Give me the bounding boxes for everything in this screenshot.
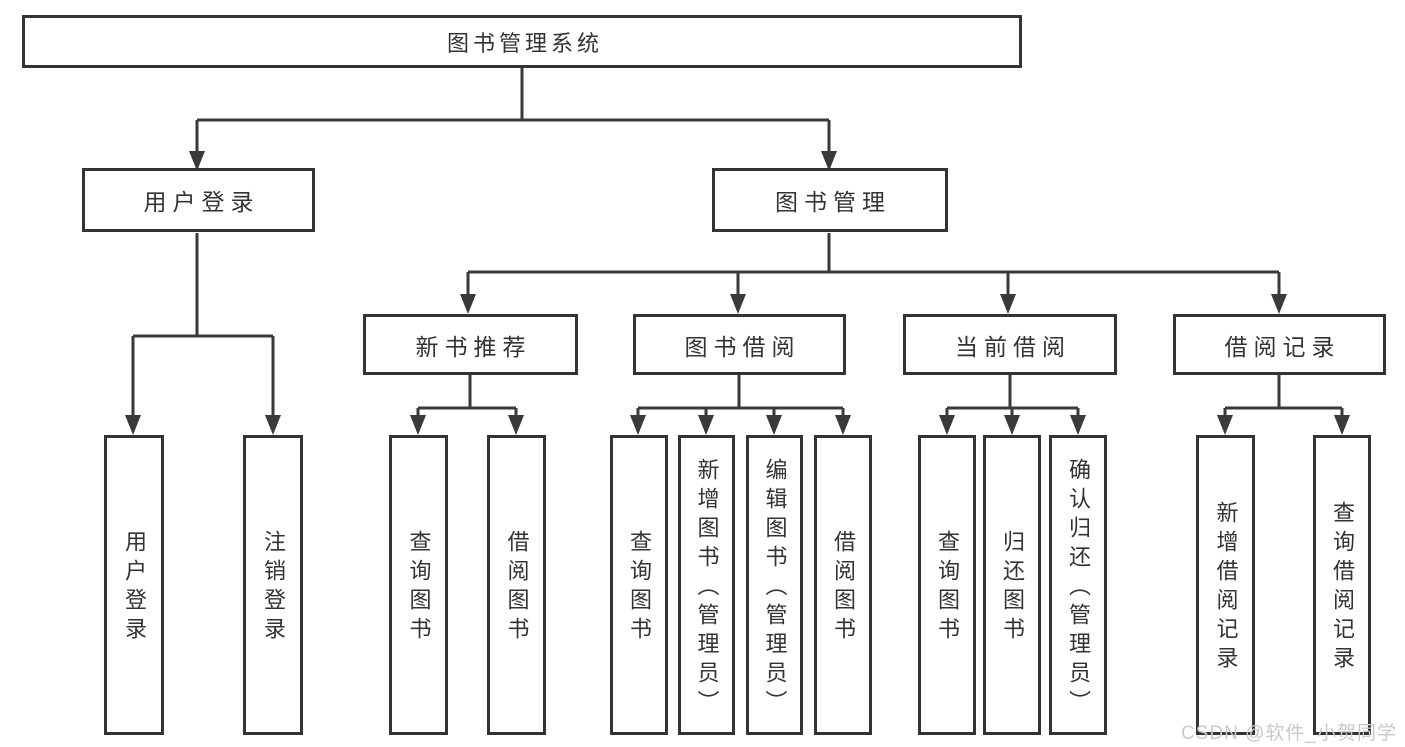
leaf-borrow-books-recommend: 借阅图书 [487,435,546,735]
node-book-borrow: 图书借阅 [633,314,846,375]
leaf-query-books-current: 查询图书 [918,435,976,735]
node-current-borrow: 当前借阅 [903,314,1117,375]
leaf-logout: 注销登录 [243,435,303,735]
leaf-query-books-recommend: 查询图书 [389,435,448,735]
node-new-book-recommend: 新书推荐 [363,314,578,375]
node-borrow-records: 借阅记录 [1173,314,1386,375]
leaf-add-book-admin: 新增图书（管理员） [678,435,735,735]
node-library-management-system: 图书管理系统 [22,15,1022,68]
leaf-user-login: 用户登录 [104,435,164,735]
leaf-edit-book-admin: 编辑图书（管理员） [746,435,803,735]
leaf-confirm-return-admin: 确认归还（管理员） [1049,435,1107,735]
leaf-add-borrow-record: 新增借阅记录 [1196,435,1255,735]
leaf-return-book: 归还图书 [983,435,1041,735]
leaf-query-books-borrow: 查询图书 [610,435,668,735]
leaf-borrow-books: 借阅图书 [814,435,872,735]
node-book-management: 图书管理 [712,168,948,232]
leaf-query-borrow-record: 查询借阅记录 [1313,435,1371,735]
node-user-login: 用户登录 [82,168,315,232]
csdn-watermark: CSDN @软件_小贺同学 [1181,723,1397,744]
